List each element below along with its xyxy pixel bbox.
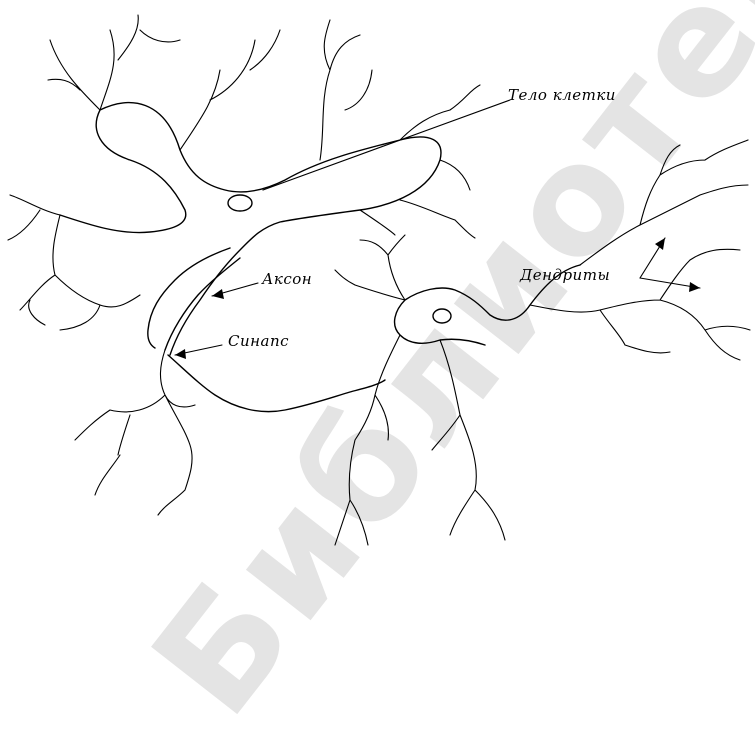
neuron-2-dendrite-lower: [335, 335, 505, 545]
label-dendrites: Дендриты: [520, 266, 610, 284]
neuron-1-lower-branch: [75, 350, 195, 515]
synapse-path: [168, 355, 385, 412]
label-cell-body: Тело клетки: [508, 86, 616, 104]
neuron-1-dendrite-right: [360, 85, 480, 238]
cell-body-pointer: [263, 100, 510, 190]
dendrites-arrows: [640, 238, 700, 292]
neuron-1-nucleus: [228, 195, 252, 211]
neuron-1: [8, 15, 480, 515]
neuron-1-dendrite-left: [8, 195, 140, 330]
neuron-2-nucleus: [433, 309, 451, 323]
neuron-2-dendrite-topleft: [335, 235, 405, 300]
neuron-1-dendrite-top: [48, 15, 372, 160]
label-axon: Аксон: [262, 270, 312, 288]
axon-arrow: [212, 283, 258, 299]
neuron-1-body: [60, 103, 441, 355]
synapse-arrow: [175, 345, 222, 359]
neuron-2-dendrite-upper: [580, 140, 748, 265]
neuron-diagram: [0, 0, 755, 571]
neuron-1-axon: [148, 248, 240, 350]
label-synapse: Синапс: [228, 332, 289, 350]
